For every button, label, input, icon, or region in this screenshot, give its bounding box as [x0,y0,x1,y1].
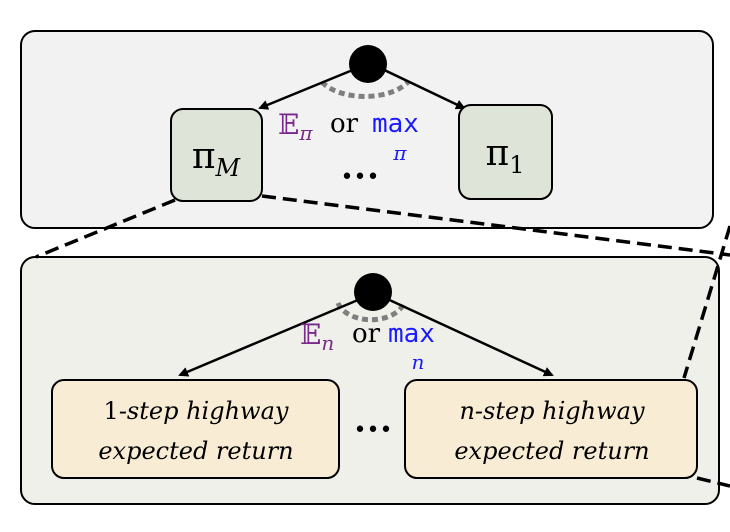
zoom-line-left [35,198,176,259]
bottom-max-subscript: n [412,350,425,374]
top-max-operator: max [372,109,419,139]
return-box-1-line1: 1-step highway [104,397,289,425]
return-box-n-step [404,379,698,479]
zoom-line-right-lower [696,476,730,488]
bottom-root-node [354,273,392,311]
top-expectation-operator: 𝔼π [278,108,313,145]
bottom-expectation-operator: 𝔼n [300,318,334,355]
policy-1-label: π1 [486,133,525,179]
bottom-max-operator: max [388,319,435,349]
bottom-or-label: or [352,319,381,349]
return-box-n-line1: n-step highway [459,397,645,425]
top-aggregation-arc [320,80,410,99]
top-root-node [349,45,387,83]
policy-box-1 [458,104,553,200]
zoom-line-right-upper [682,225,730,379]
policy-m-label: πM [192,136,242,182]
top-arrow-left [258,65,361,110]
bottom-arrow-right [382,295,554,377]
return-box-n-line2: expected return [454,437,649,465]
top-max-subscript: π [392,141,407,165]
zoom-line-right [261,194,730,257]
bottom-ellipsis: ••• [354,418,393,443]
top-arrow-right [377,65,466,110]
top-or-label: or [330,109,359,139]
policy-box-m [170,108,263,202]
return-box-1-line2: expected return [98,437,293,465]
bottom-arrow-left [178,295,366,377]
return-box-1-step [51,379,340,479]
top-ellipsis: ••• [341,165,380,190]
